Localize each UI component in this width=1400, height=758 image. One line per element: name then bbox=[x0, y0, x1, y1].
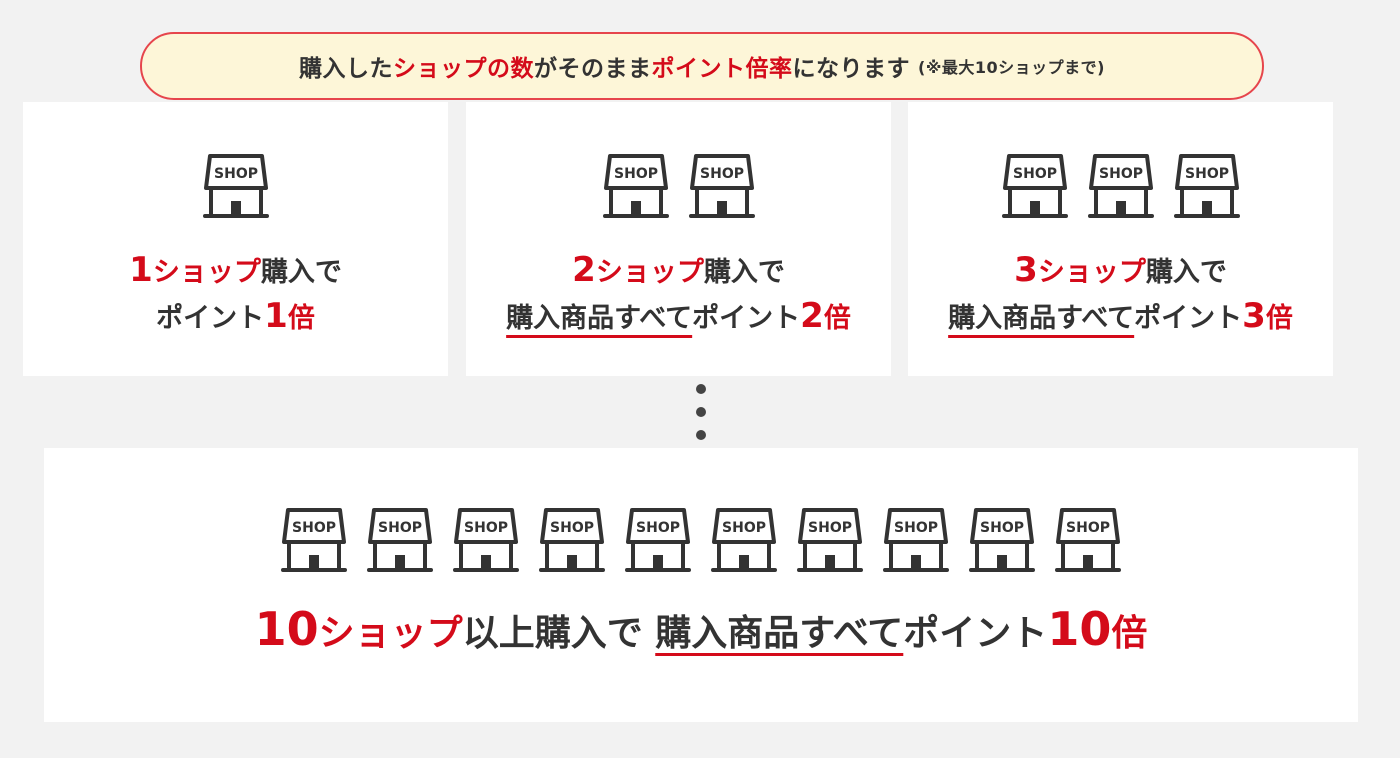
purchase-text: 以上購入で bbox=[462, 613, 643, 654]
shop-icon: SHOP bbox=[688, 154, 755, 218]
shop-label: SHOP bbox=[1013, 166, 1057, 182]
points-text: ポイント bbox=[903, 613, 1048, 654]
times-text: 倍 bbox=[1111, 613, 1148, 654]
dot bbox=[696, 430, 706, 440]
shop-icon: SHOP bbox=[797, 508, 863, 572]
points-text: ポイント bbox=[156, 303, 265, 334]
banner-text-3: になります bbox=[792, 56, 911, 82]
shop-label: SHOP bbox=[1099, 166, 1143, 182]
card-1-shop: SHOP 1ショップ購入で ポイント1倍 bbox=[23, 102, 448, 376]
times-text: 倍 bbox=[1265, 303, 1293, 334]
shop-icons: SHOP bbox=[193, 152, 279, 222]
headline-banner: 購入したショップの数がそのままポイント倍率になります (※最大10ショップまで) bbox=[140, 32, 1264, 100]
shop-icon: SHOP bbox=[539, 508, 605, 572]
shop-label: SHOP bbox=[636, 520, 680, 536]
card-line-2: ポイント1倍 bbox=[156, 296, 315, 336]
points-text: ポイント bbox=[1134, 303, 1243, 334]
shop-label: SHOP bbox=[614, 166, 658, 182]
banner-highlight-point-rate: ポイント倍率 bbox=[651, 56, 793, 82]
all-items-text: 購入商品すべて bbox=[506, 303, 693, 334]
shop-icon: SHOP bbox=[969, 508, 1035, 572]
shop-label: SHOP bbox=[894, 520, 938, 536]
all-items-text: 購入商品すべて bbox=[948, 303, 1135, 334]
times-text: 倍 bbox=[823, 303, 851, 334]
shop-label: SHOP bbox=[722, 520, 766, 536]
dot bbox=[696, 384, 706, 394]
banner-text-2: がそのまま bbox=[534, 56, 652, 82]
shop-icon: SHOP bbox=[202, 154, 269, 218]
card-line: 10ショップ以上購入で 購入商品すべてポイント10倍 bbox=[255, 602, 1148, 656]
shop-label: SHOP bbox=[292, 520, 336, 536]
shop-icon: SHOP bbox=[281, 508, 347, 572]
all-items-text: 購入商品すべて bbox=[655, 613, 904, 654]
card-line-2: 購入商品すべてポイント2倍 bbox=[506, 296, 851, 336]
purchase-text: 購入で bbox=[260, 257, 342, 288]
banner-text-1: 購入した bbox=[299, 56, 394, 82]
shop-icon: SHOP bbox=[1173, 154, 1240, 218]
dot bbox=[696, 407, 706, 417]
points-text: ポイント bbox=[692, 303, 801, 334]
shop-word: ショップ bbox=[595, 257, 704, 288]
shop-count: 3 bbox=[1014, 250, 1038, 290]
shop-label: SHOP bbox=[464, 520, 508, 536]
purchase-text: 購入で bbox=[703, 257, 785, 288]
shop-label: SHOP bbox=[1066, 520, 1110, 536]
shop-label: SHOP bbox=[700, 166, 744, 182]
shop-icon: SHOP bbox=[883, 508, 949, 572]
purchase-text: 購入で bbox=[1145, 257, 1227, 288]
shop-icons: SHOP SHOP bbox=[593, 152, 765, 222]
shop-label: SHOP bbox=[378, 520, 422, 536]
shop-icons: SHOP SHOP SHOP bbox=[992, 152, 1250, 222]
shop-label: SHOP bbox=[550, 520, 594, 536]
shop-word: ショップ bbox=[318, 613, 463, 654]
shop-icon: SHOP bbox=[602, 154, 669, 218]
shop-icon: SHOP bbox=[453, 508, 519, 572]
multiplier: 2 bbox=[800, 296, 824, 336]
shop-label: SHOP bbox=[1185, 166, 1229, 182]
shop-label: SHOP bbox=[980, 520, 1024, 536]
times-text: 倍 bbox=[287, 303, 315, 334]
card-line-1: 1ショップ購入で bbox=[129, 250, 342, 290]
shop-icon: SHOP bbox=[1087, 154, 1154, 218]
shop-icon: SHOP bbox=[711, 508, 777, 572]
shop-label: SHOP bbox=[808, 520, 852, 536]
card-line-1: 2ショップ購入で bbox=[572, 250, 785, 290]
shop-icons: SHOP SHOP SHOP SHOP SHOP SHOP SHOP SHOP SHOP SHOP bbox=[271, 506, 1131, 576]
card-line-2: 購入商品すべてポイント3倍 bbox=[948, 296, 1293, 336]
shop-icon: SHOP bbox=[367, 508, 433, 572]
shop-word: ショップ bbox=[152, 257, 261, 288]
shop-icon: SHOP bbox=[625, 508, 691, 572]
banner-note: (※最大10ショップまで) bbox=[918, 58, 1105, 77]
multiplier: 10 bbox=[1047, 602, 1112, 656]
card-line-1: 3ショップ購入で bbox=[1014, 250, 1227, 290]
shop-word: ショップ bbox=[1037, 257, 1146, 288]
shop-count: 1 bbox=[129, 250, 153, 290]
banner-highlight-shop-count: ショップの数 bbox=[393, 56, 535, 82]
shop-icon: SHOP bbox=[1001, 154, 1068, 218]
multiplier: 1 bbox=[264, 296, 288, 336]
ellipsis-dots bbox=[694, 384, 708, 440]
shop-count: 2 bbox=[572, 250, 596, 290]
multiplier: 3 bbox=[1242, 296, 1266, 336]
shop-label: SHOP bbox=[214, 166, 258, 182]
shop-icon: SHOP bbox=[1055, 508, 1121, 572]
shop-count: 10 bbox=[254, 602, 319, 656]
